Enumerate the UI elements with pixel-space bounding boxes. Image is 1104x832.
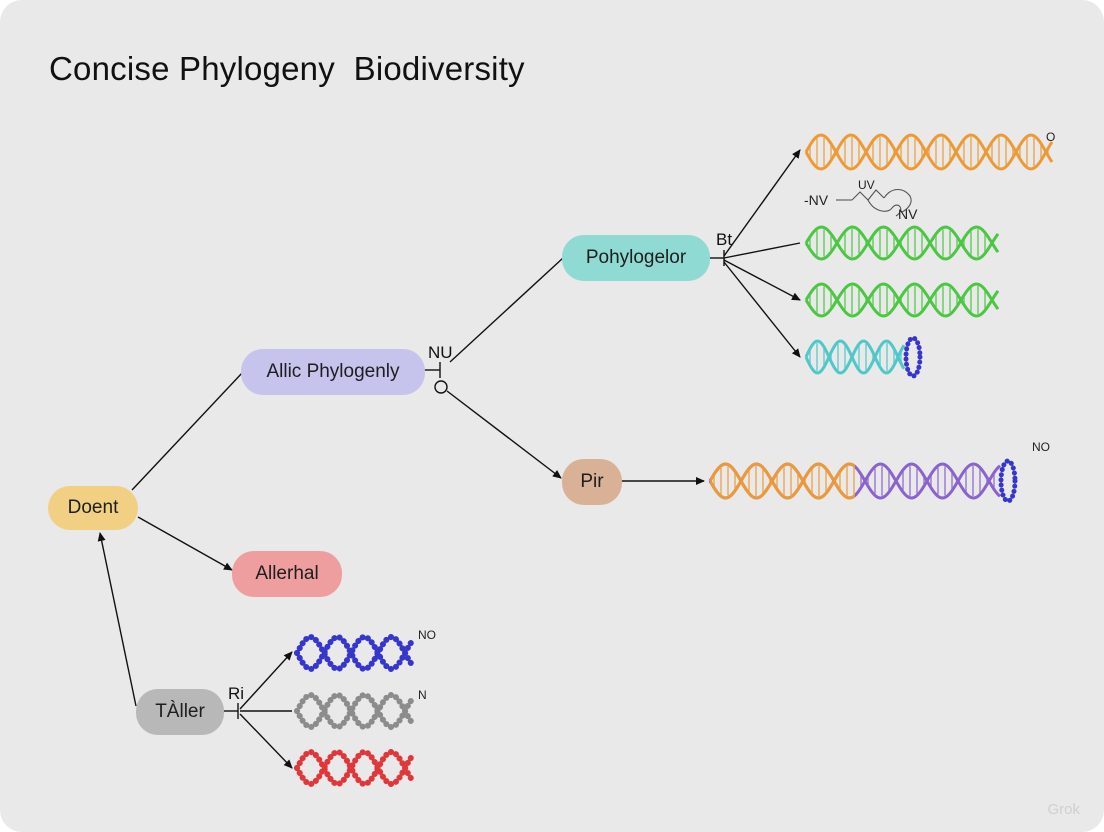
helix-teal	[804, 335, 923, 379]
edge-doent-allerhal	[137, 516, 233, 571]
edge-doent-allic	[131, 371, 244, 491]
annotation-o-top: O	[1046, 130, 1056, 144]
edge-nu-pir	[446, 390, 562, 479]
annotation-n-gray: N	[418, 688, 427, 702]
helix-green	[804, 225, 1000, 261]
annotation-uv: UV	[858, 178, 875, 192]
node-pohylogelor[interactable]: Pohylogelor	[562, 235, 710, 281]
diagram-title: Concise Phylogeny Biodiversity	[49, 50, 525, 87]
edge-nu-pohylogelor	[449, 257, 564, 363]
edge-bt-orange	[723, 149, 801, 257]
junction-label-nu: NU	[428, 343, 453, 362]
edge-bt-greenteal	[723, 259, 801, 301]
junction-nu-circle	[434, 380, 448, 394]
annotation-no-blue: NO	[418, 628, 436, 642]
edge-taller-doent	[97, 532, 137, 707]
annotation-no-pir: NO	[1032, 440, 1050, 454]
helix-layer	[294, 133, 1054, 788]
watermark-logo: Grok	[1047, 801, 1080, 818]
helix-orange-purple	[708, 458, 1018, 504]
node-pir[interactable]: Pir	[562, 459, 622, 505]
junction-label-ri: Ri	[228, 684, 245, 703]
annotation-nv-left: -NV	[804, 192, 829, 208]
edge-ri-red	[239, 713, 293, 769]
helix-green-teal	[804, 282, 1000, 318]
annotation-nv-right: NV	[898, 206, 918, 222]
edge-bt-teal	[723, 261, 801, 358]
edge-bt-green	[723, 242, 801, 259]
helix-gray	[294, 691, 414, 731]
junction-label-bt: Bt	[716, 230, 733, 249]
helix-orange	[804, 133, 1054, 171]
node-taller[interactable]: TÀller	[136, 689, 224, 735]
edge-ri-blue	[239, 651, 293, 710]
helix-blue	[294, 633, 414, 673]
node-allerhal[interactable]: Allerhal	[232, 551, 342, 597]
molecule-sketch	[836, 188, 912, 217]
node-allic-phylogenly[interactable]: Allic Phylogenly	[241, 349, 425, 395]
node-doent[interactable]: Doent	[48, 486, 138, 530]
helix-red	[294, 748, 414, 788]
